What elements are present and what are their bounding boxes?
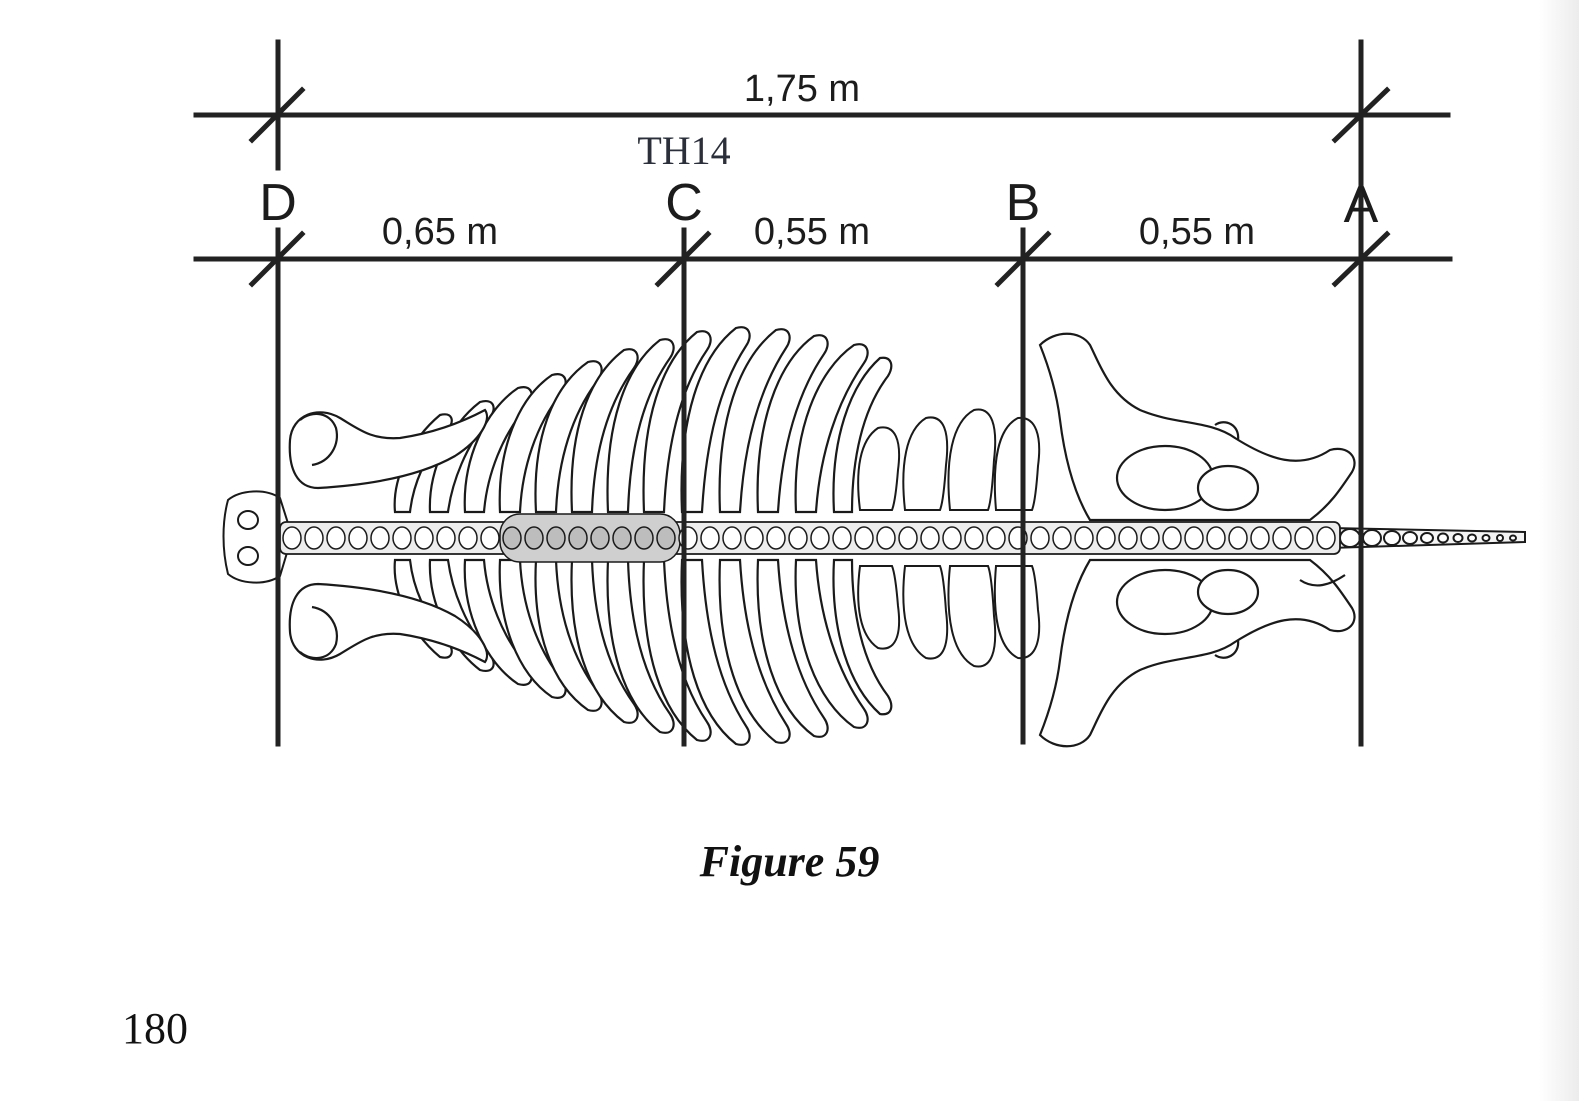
total-length-label: 1,75 m [744, 68, 860, 110]
pelvis [1038, 332, 1356, 748]
th14-marker-label: TH14 [637, 128, 730, 173]
vertebra [612, 526, 632, 550]
point-label-d: D [259, 174, 297, 232]
vertebra [524, 526, 544, 550]
cervical-end [222, 490, 294, 584]
vertebra [1030, 526, 1050, 550]
tick-mark [248, 86, 306, 144]
vertebra [920, 526, 940, 550]
vertebra [1118, 526, 1138, 550]
vertebra [414, 526, 434, 550]
figure-caption: Figure 59 [699, 837, 880, 886]
vertebra [568, 526, 588, 550]
skeleton-illustration [222, 326, 1526, 748]
tick-mark [248, 230, 306, 288]
vertebra [370, 526, 390, 550]
vertebra [810, 526, 830, 550]
measurement-lines [193, 39, 1453, 747]
vertebra [986, 526, 1006, 550]
diagram-labels: 1,75 m TH14 D C B A 0,65 m 0,55 m 0,55 m [259, 68, 1378, 253]
point-label-a: A [1344, 176, 1379, 234]
vertebra [656, 526, 676, 550]
vertebra [392, 526, 412, 550]
vertebra [854, 526, 874, 550]
vertebra [1250, 526, 1270, 550]
vertebra [1074, 526, 1094, 550]
vertebra [436, 526, 456, 550]
segment-label-c-b: 0,55 m [754, 211, 870, 253]
scapulae [288, 408, 489, 664]
vertebra [1140, 526, 1160, 550]
vertebra [1294, 526, 1314, 550]
vertebra [348, 526, 368, 550]
vertebra [942, 526, 962, 550]
vertebra [458, 526, 478, 550]
segment-label-b-a: 0,55 m [1139, 211, 1255, 253]
vertebra [744, 526, 764, 550]
vertebra [766, 526, 786, 550]
vertebra [722, 526, 742, 550]
vertebra [700, 526, 720, 550]
point-label-c: C [665, 174, 703, 232]
vertebra [282, 526, 302, 550]
vertebra [1052, 526, 1072, 550]
vertebra [326, 526, 346, 550]
vertebra [1184, 526, 1204, 550]
vertebra [634, 526, 654, 550]
point-label-b: B [1006, 174, 1041, 232]
vertebra [590, 526, 610, 550]
vertebra [1272, 526, 1292, 550]
vertebra [1316, 526, 1336, 550]
vertebra [480, 526, 500, 550]
vertebra [788, 526, 808, 550]
page-number: 180 [122, 1004, 188, 1053]
vertebra [898, 526, 918, 550]
vertebra [1162, 526, 1182, 550]
segment-label-d-c: 0,65 m [382, 211, 498, 253]
vertebra [964, 526, 984, 550]
vertebra [304, 526, 324, 550]
vertebra [546, 526, 566, 550]
tick-mark [1331, 230, 1391, 288]
lumbar-processes [857, 408, 1041, 668]
vertebra [832, 526, 852, 550]
vertebra [502, 526, 522, 550]
vertebral-column [279, 513, 1341, 563]
tick-mark [654, 230, 712, 288]
page-edge-shadow [1539, 0, 1579, 1101]
vertebra [1096, 526, 1116, 550]
tick-mark [994, 230, 1052, 288]
vertebra [1206, 526, 1226, 550]
vertebra [1228, 526, 1248, 550]
vertebra [876, 526, 896, 550]
tick-mark [1331, 86, 1391, 144]
